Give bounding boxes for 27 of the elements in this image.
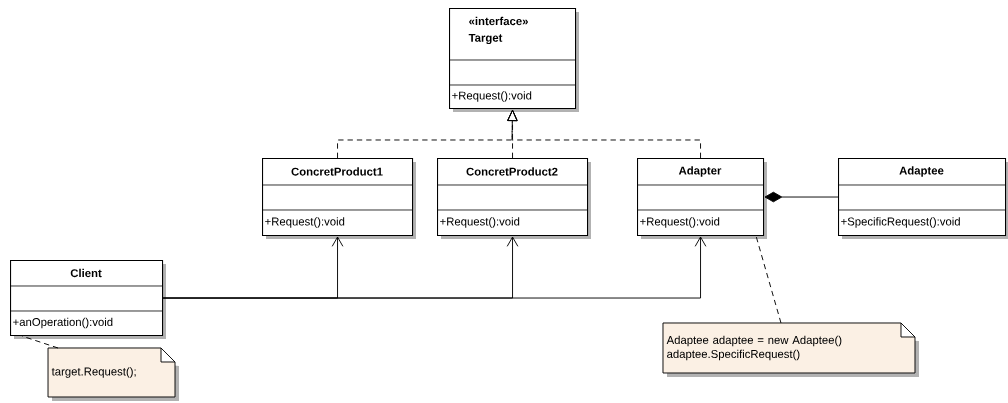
operation-text: +SpecificRequest():void [841,217,960,228]
class-name: Client [70,268,102,278]
note-text: Adaptee adaptee = new Adaptee() adaptee.SpecificRequest() [666,335,842,361]
class-name: ConcretProduct2 [466,167,558,176]
stereotype-label: «interface» [469,16,528,26]
operation-text: +Request():void [640,217,720,228]
note-text: target.Request(); [51,367,136,378]
composition-line [764,191,839,203]
class-name: ConcretProduct1 [291,167,383,176]
class-box [636,158,767,239]
class-name: Target [468,33,503,45]
class-name: Adapter [678,166,722,177]
note-box [47,347,179,401]
realization-arrow [507,109,701,159]
class-box [436,158,591,239]
class-box [448,8,579,112]
class-box [261,158,416,239]
class-box [9,260,166,339]
leader-line [21,335,59,349]
operation-text: +Request():void [265,217,345,228]
note-box [662,322,919,377]
operation-text: +anOperation():void [13,317,113,329]
association-arrow [162,236,707,299]
class-name: Adaptee [899,166,944,177]
operation-text: +Request():void [440,217,520,228]
class-box [837,158,1008,239]
operation-text: +Request():void [452,91,532,102]
